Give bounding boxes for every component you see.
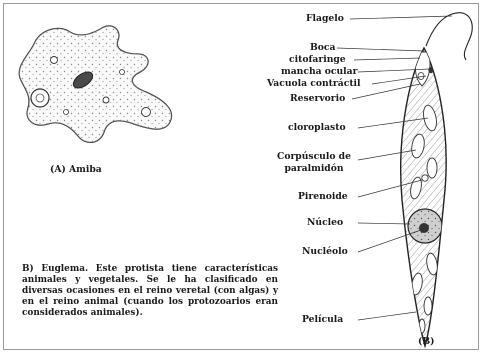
amoeba-caption: (A) Amiba <box>50 164 102 175</box>
label-corpusculo-line1: Corpúsculo de <box>270 152 358 162</box>
euglena-body <box>401 48 446 346</box>
euglena-flagellum <box>426 13 472 60</box>
euglena-description: B) Euglema. Este protista tiene caracter… <box>22 264 278 319</box>
label-corpusculo: Corpúsculo de paralmidón <box>270 152 358 174</box>
label-nucleolo: Nucléolo <box>302 247 348 257</box>
euglena-nucleolus <box>419 223 429 233</box>
label-boca: Boca <box>310 43 335 53</box>
label-pelicula: Película <box>302 315 343 325</box>
label-flagelo: Flagelo <box>306 14 344 24</box>
label-pirenoide: Pirenoide <box>298 192 348 202</box>
label-corpusculo-line2: paralmidón <box>270 164 358 174</box>
label-cloroplasto: cloroplasto <box>288 123 346 133</box>
label-nucleo: Núcleo <box>307 218 343 228</box>
amoeba-illustration <box>19 26 171 142</box>
label-vacuola: Vacuola contráctil <box>267 79 361 89</box>
euglena-pyrenoid <box>422 175 428 181</box>
label-citofaringe: citofaringe <box>289 55 346 65</box>
amoeba-vacuole <box>31 89 49 107</box>
label-reservorio: Reservorio <box>290 94 345 104</box>
label-mancha-ocular: mancha ocular <box>281 67 357 77</box>
euglena-illustration <box>401 13 473 346</box>
euglena-caption: (B) <box>418 336 434 347</box>
